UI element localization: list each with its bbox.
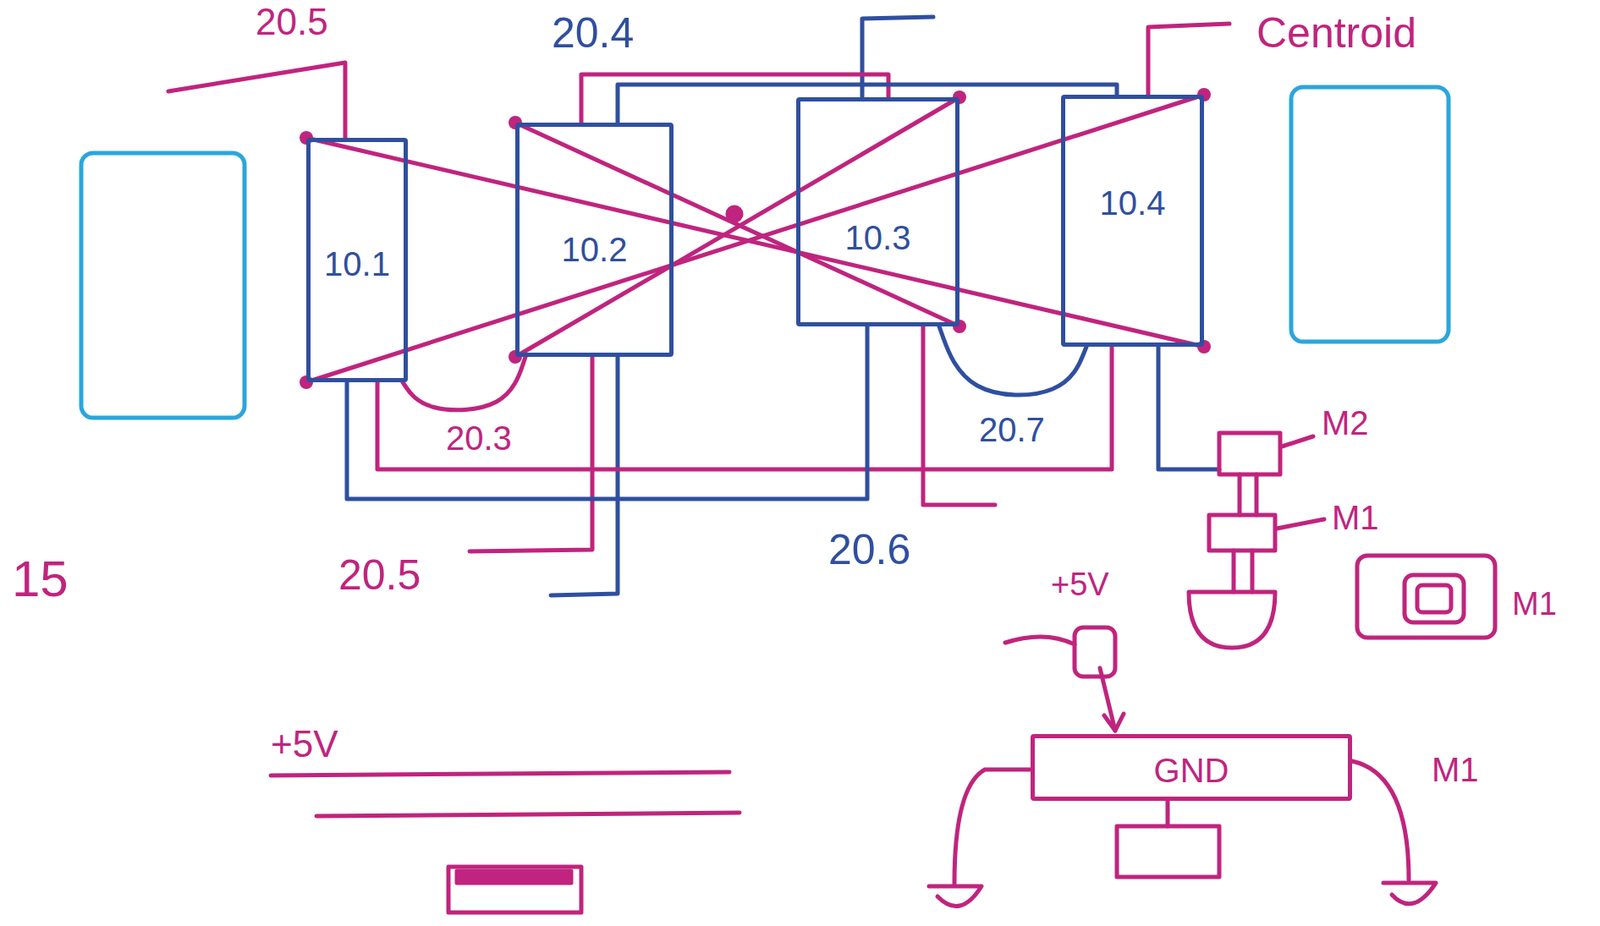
contact-square bbox=[1417, 585, 1452, 613]
note-number: 15 bbox=[10, 554, 71, 605]
device-cell: 10.1 bbox=[306, 137, 408, 383]
contact-stem bbox=[1165, 801, 1171, 827]
node-label: 10.1 bbox=[321, 247, 393, 281]
via-stem bbox=[1237, 474, 1243, 516]
node-label: 10.2 bbox=[559, 232, 631, 267]
contact-pad bbox=[1116, 826, 1220, 878]
via-stem bbox=[1231, 550, 1237, 593]
callout-number: 20.5 bbox=[253, 3, 330, 41]
node-label: GND bbox=[1151, 753, 1232, 788]
contact-symbol bbox=[1188, 592, 1276, 649]
supply-rail bbox=[316, 813, 740, 817]
layer-name: M2 bbox=[1319, 406, 1371, 440]
layer-name: M1 bbox=[1330, 500, 1381, 535]
contact-square bbox=[1357, 555, 1496, 638]
pin-wire bbox=[1158, 346, 1220, 470]
dummy-cell bbox=[81, 153, 245, 418]
contact-square bbox=[1404, 575, 1464, 623]
pin-wire bbox=[168, 62, 346, 138]
wire-connector bbox=[515, 122, 960, 327]
wire-connector bbox=[306, 137, 1205, 347]
callout-number: 20.6 bbox=[826, 528, 913, 572]
pin-wire bbox=[1148, 23, 1230, 95]
ground-bar: GND bbox=[1030, 734, 1353, 802]
pad-fill bbox=[456, 871, 572, 884]
pin-wire bbox=[469, 357, 593, 552]
pin-dot bbox=[952, 90, 967, 105]
pin-wire bbox=[923, 326, 996, 506]
pin-dot bbox=[1197, 87, 1211, 102]
wire-connector bbox=[346, 326, 868, 500]
dummy-cell bbox=[1291, 87, 1449, 342]
layer-name: M1 bbox=[1429, 753, 1481, 787]
via-stem bbox=[1250, 550, 1255, 593]
wire-connector bbox=[581, 74, 889, 123]
wire-connector bbox=[402, 357, 526, 411]
ground-symbol bbox=[929, 886, 982, 908]
leader-line bbox=[1281, 436, 1314, 447]
wire-connector bbox=[306, 94, 1205, 383]
arrow-head bbox=[1104, 714, 1124, 732]
supply-contact bbox=[1074, 627, 1116, 677]
pin-dot bbox=[508, 115, 523, 130]
pin-wire bbox=[550, 357, 618, 596]
ground-wire bbox=[954, 769, 1031, 885]
wire-connector bbox=[939, 326, 1087, 396]
pin-dot bbox=[952, 319, 967, 334]
wire-connector bbox=[515, 97, 960, 358]
supply-wire bbox=[1005, 637, 1075, 645]
signal-name: +5V bbox=[1049, 568, 1111, 601]
via-m1 bbox=[1209, 515, 1276, 551]
supply-rail bbox=[270, 772, 730, 776]
wire-connector bbox=[617, 84, 1117, 123]
pin-dot bbox=[508, 350, 523, 364]
via-stem bbox=[1254, 474, 1260, 516]
callout-number: 20.3 bbox=[444, 421, 514, 456]
title-note: Centroid bbox=[1254, 11, 1419, 55]
callout-number: 20.5 bbox=[336, 554, 423, 597]
leader-line bbox=[1276, 519, 1325, 529]
pad-shape bbox=[448, 867, 582, 913]
callout-number: 20.4 bbox=[549, 11, 636, 55]
ground-wire bbox=[1352, 761, 1409, 880]
node-label: 10.4 bbox=[1097, 186, 1169, 220]
callout-number: 20.7 bbox=[977, 412, 1047, 447]
node-label: 10.3 bbox=[842, 220, 914, 255]
pin-dot bbox=[299, 375, 314, 390]
device-cell: 10.2 bbox=[515, 122, 674, 358]
device-cell: 10.3 bbox=[796, 97, 960, 327]
signal-name: +5V bbox=[269, 725, 341, 764]
pin-dot bbox=[299, 131, 314, 145]
ground-symbol bbox=[1383, 883, 1436, 905]
layer-name: M1 bbox=[1510, 588, 1559, 621]
device-cell: 10.4 bbox=[1061, 94, 1205, 347]
wire-connector bbox=[377, 346, 1112, 470]
via-m2 bbox=[1219, 433, 1281, 475]
pin-dot bbox=[1197, 340, 1211, 354]
